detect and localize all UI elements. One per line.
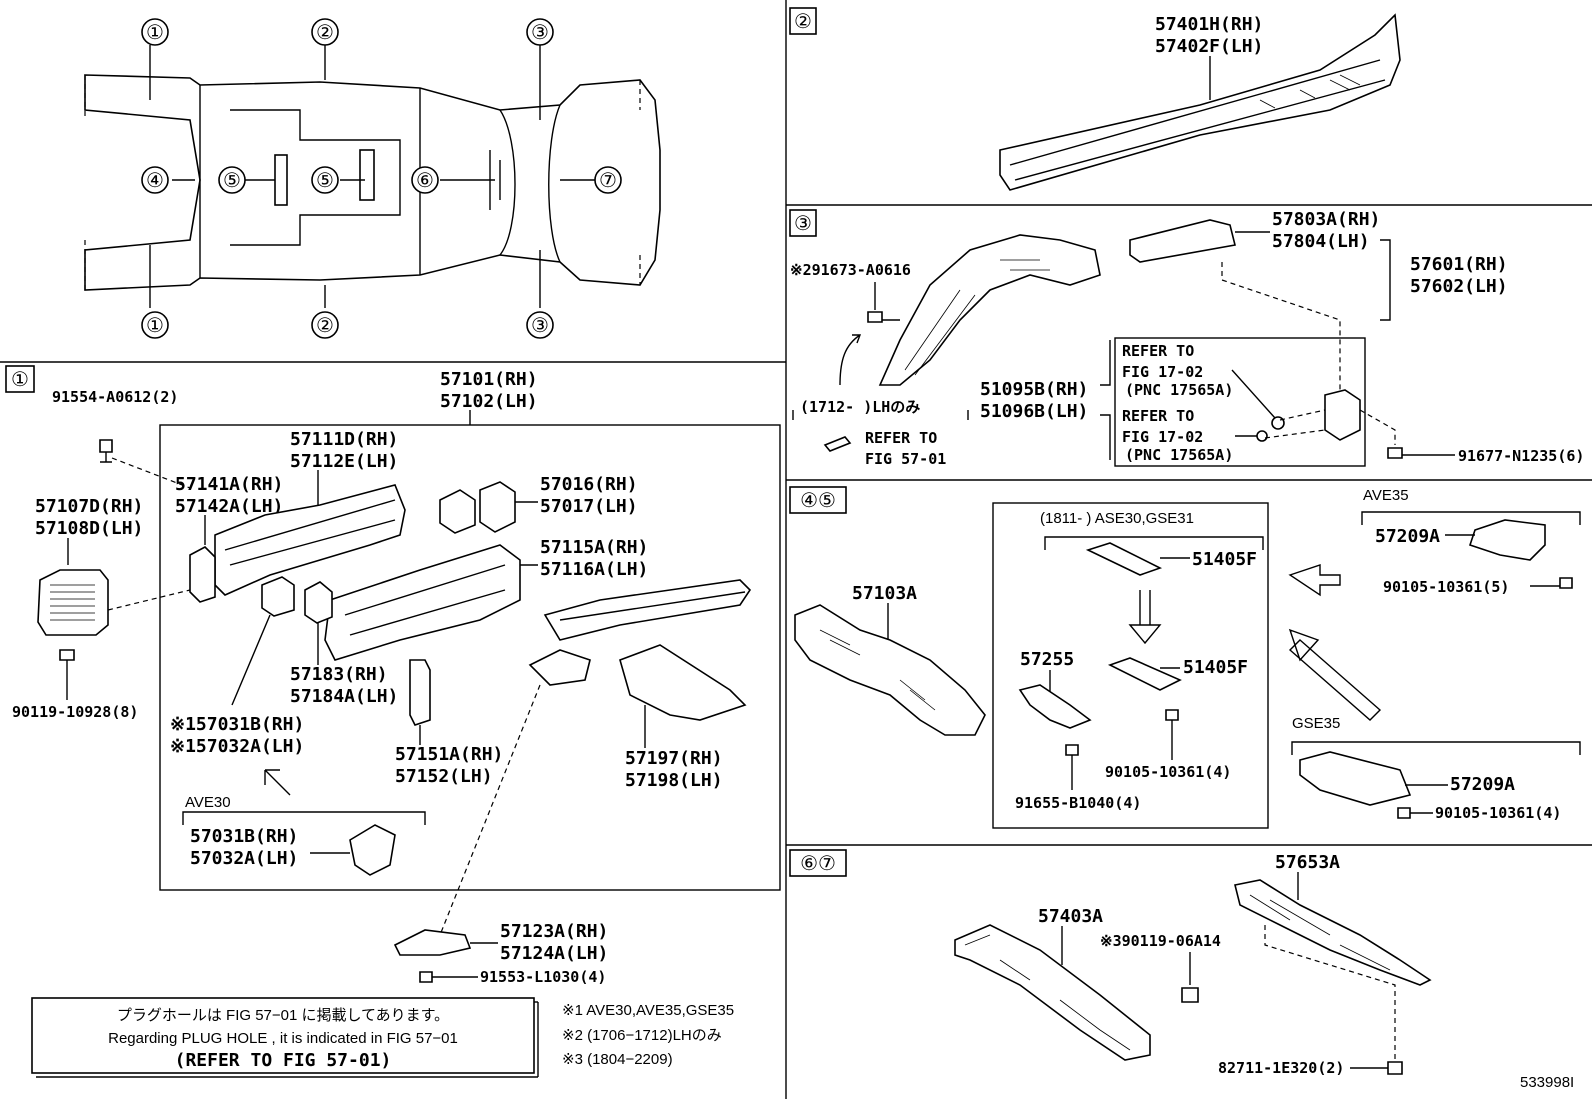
- part-57032: 57032A(LH): [190, 848, 298, 869]
- refer-to-3: REFER TO: [865, 429, 937, 447]
- ref-1-bottom: ①: [146, 315, 164, 337]
- fig-17-02-b: FIG 17-02: [1122, 428, 1203, 446]
- part-57401: 57401H(RH): [1155, 14, 1263, 35]
- section-3-tag: ③: [794, 213, 812, 235]
- part-57103: 57103A: [852, 583, 917, 604]
- part-91677: 91677-N1235(6): [1458, 447, 1584, 465]
- range-1811: (1811- ) ASE30,GSE31: [1040, 510, 1194, 527]
- part-91553: 91553-L1030(4): [480, 968, 606, 986]
- part-57209-a: 57209A: [1375, 526, 1440, 547]
- part-57102: 57102(LH): [440, 391, 538, 412]
- part-57151: 57151A(RH): [395, 744, 503, 765]
- part-57184: 57184A(LH): [290, 686, 398, 707]
- overview-floor-map: [84, 45, 661, 308]
- footnotes: ※1 AVE30,AVE35,GSE35 ※2 (1706−1712)LHのみ …: [562, 1002, 734, 1068]
- ref-5-left: ⑤: [223, 170, 241, 192]
- part-57115: 57115A(RH): [540, 537, 648, 558]
- notice-en: Regarding PLUG HOLE , it is indicated in…: [108, 1030, 458, 1047]
- ave35-label: AVE35: [1363, 487, 1409, 504]
- part-57141: 57141A(RH): [175, 474, 283, 495]
- refer-to-2: REFER TO: [1122, 407, 1194, 425]
- part-57031: 57031B(RH): [190, 826, 298, 847]
- footnote-3: ※3 (1804−2209): [562, 1051, 673, 1068]
- refer-to-1: REFER TO: [1122, 342, 1194, 360]
- ref-1-top: ①: [146, 22, 164, 44]
- part-57031-note: ※157031B(RH): [170, 714, 304, 735]
- part-90105-a: 90105-10361(4): [1105, 763, 1231, 781]
- figure-id: 533998I: [1520, 1074, 1574, 1091]
- section-45-tag: ④⑤: [800, 490, 836, 512]
- ave30-label: AVE30: [185, 794, 231, 811]
- part-51405-a: 51405F: [1192, 549, 1257, 570]
- part-291673: ※291673-A0616: [790, 261, 911, 279]
- footnote-2: ※2 (1706−1712)LHのみ: [562, 1027, 722, 1044]
- range-1712: (1712- )LHのみ: [800, 398, 920, 416]
- part-57255: 57255: [1020, 649, 1074, 670]
- part-57197: 57197(RH): [625, 748, 723, 769]
- plug-hole-notice: プラグホールは FIG 57−01 に掲載してあります。 Regarding P…: [31, 997, 539, 1078]
- part-90119-06a14: ※390119-06A14: [1100, 932, 1221, 950]
- ref-2-bottom: ②: [316, 315, 334, 337]
- part-57152: 57152(LH): [395, 766, 493, 787]
- fig-57-01: FIG 57-01: [865, 450, 946, 468]
- part-57017: 57017(LH): [540, 496, 638, 517]
- ref-6: ⑥: [416, 170, 434, 192]
- part-57123: 57123A(RH): [500, 921, 608, 942]
- part-57111: 57111D(RH): [290, 429, 398, 450]
- pnc-a: (PNC 17565A): [1125, 381, 1233, 399]
- section-3: ③ ※291673-A0616 (1712- )LHのみ REFER TO FI…: [789, 209, 1584, 468]
- part-57142: 57142A(LH): [175, 496, 283, 517]
- section-45: ④⑤ 57103A (1811- ) ASE30,GSE31 51405F 57…: [789, 486, 1581, 829]
- part-82711: 82711-1E320(2): [1218, 1059, 1344, 1077]
- section-2-tag: ②: [794, 11, 812, 33]
- ref-2-top: ②: [316, 22, 334, 44]
- part-90105-c: 90105-10361(4): [1435, 804, 1561, 822]
- part-57112: 57112E(LH): [290, 451, 398, 472]
- gse35-label: GSE35: [1292, 715, 1340, 732]
- section-67-tag: ⑥⑦: [800, 853, 836, 875]
- part-57653: 57653A: [1275, 852, 1340, 873]
- part-90119: 90119-10928(8): [12, 703, 138, 721]
- section-1-tag: ①: [11, 369, 29, 391]
- ref-3-top: ③: [531, 22, 549, 44]
- part-57402: 57402F(LH): [1155, 36, 1263, 57]
- fig-17-02-a: FIG 17-02: [1122, 363, 1203, 381]
- part-57804: 57804(LH): [1272, 231, 1370, 252]
- part-91655: 91655-B1040(4): [1015, 794, 1141, 812]
- part-90105-b: 90105-10361(5): [1383, 578, 1509, 596]
- footnote-1: ※1 AVE30,AVE35,GSE35: [562, 1002, 734, 1019]
- section-67: ⑥⑦ 57653A 57403A ※390119-06A14 82711-1E3…: [789, 849, 1432, 1077]
- section-2: ② 57401H(RH) 57402F(LH): [789, 7, 1401, 191]
- pnc-b: (PNC 17565A): [1125, 446, 1233, 464]
- part-51096: 51096B(LH): [980, 401, 1088, 422]
- part-57108: 57108D(LH): [35, 518, 143, 539]
- part-57116: 57116A(LH): [540, 559, 648, 580]
- part-57183: 57183(RH): [290, 664, 388, 685]
- part-91554: 91554-A0612(2): [52, 388, 178, 406]
- part-57032-note: ※157032A(LH): [170, 736, 304, 757]
- part-57198: 57198(LH): [625, 770, 723, 791]
- part-51095: 51095B(RH): [980, 379, 1088, 400]
- part-57602: 57602(LH): [1410, 276, 1508, 297]
- part-51405-b: 51405F: [1183, 657, 1248, 678]
- overview-callouts: ① ② ③ ④ ⑤ ⑤ ⑥ ⑦ ① ② ③: [141, 18, 622, 339]
- ref-7: ⑦: [599, 170, 617, 192]
- section-1: ① 57101(RH) 57102(LH) 91554-A0612(2) 571…: [5, 365, 781, 986]
- part-57803: 57803A(RH): [1272, 209, 1380, 230]
- notice-ref: (REFER TO FIG 57-01): [175, 1050, 392, 1071]
- part-57403: 57403A: [1038, 906, 1103, 927]
- part-57101: 57101(RH): [440, 369, 538, 390]
- part-57016: 57016(RH): [540, 474, 638, 495]
- part-57209-b: 57209A: [1450, 774, 1515, 795]
- ref-5-right: ⑤: [316, 170, 334, 192]
- notice-jp: プラグホールは FIG 57−01 に掲載してあります。: [117, 1007, 449, 1024]
- part-57124: 57124A(LH): [500, 943, 608, 964]
- ref-3-bottom: ③: [531, 315, 549, 337]
- part-57601: 57601(RH): [1410, 254, 1508, 275]
- ref-4: ④: [146, 170, 164, 192]
- part-57107: 57107D(RH): [35, 496, 143, 517]
